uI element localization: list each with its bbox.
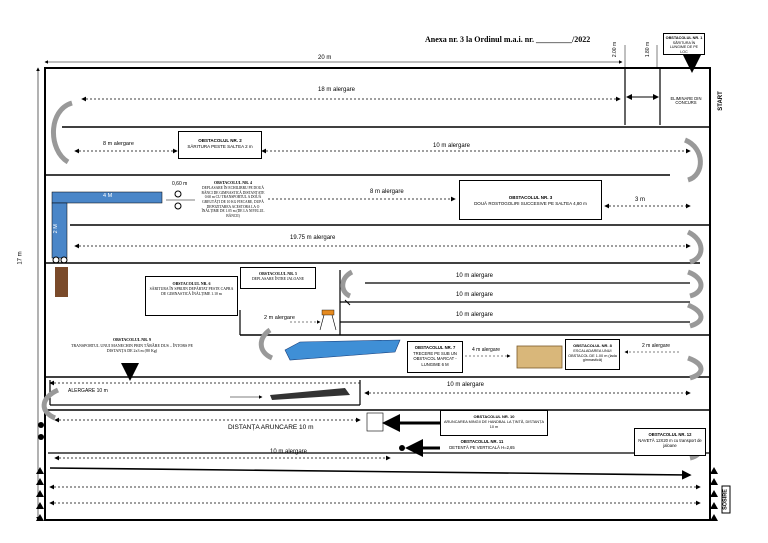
row3-run-small: 3 m: [635, 197, 646, 203]
row5-run-short: 2 m alergare: [264, 315, 295, 321]
page-title: Anexa nr. 3 la Ordinul m.a.i. nr. ______…: [425, 35, 591, 44]
obstacle-2-title: OBSTACOLUL NR. 2: [198, 138, 242, 143]
vaulting-horse: [321, 309, 335, 316]
bench-side-label: 2 M: [52, 224, 59, 234]
row5-run-b: 10 m alergare: [456, 292, 494, 298]
obstacle-9-title: OBSTACOLUL NR. 9: [112, 337, 152, 342]
obstacle-7-box: OBSTACOLUL NR. 7 TRECERE PE SUB UN OBSTA…: [407, 341, 463, 373]
obstacle-7-text: TRECERE PE SUB UN OBSTACOL MARCAT - LUNG…: [413, 351, 457, 367]
stump: [55, 267, 68, 297]
gap-dimension-1: 2.00 m: [612, 41, 619, 58]
obstacle-11-box: OBSTACOLUL NR. 11 DETENTĂ PE VERTICALĂ H…: [440, 437, 524, 462]
obstacle-1-box: OBSTACOLUL NR. 1 SĂRITURA ÎN LUNGIME DE …: [663, 33, 705, 55]
obstacle-5-text: DEPLASARE ÎNTRE JALOANE: [251, 277, 305, 281]
row2-run-left: 8 m alergare: [103, 141, 134, 147]
row1-run-label: 18 m alergare: [318, 87, 356, 93]
bench-horizontal: [51, 191, 163, 204]
row5-run-c: 10 m alergare: [456, 312, 494, 318]
obstacle-9-box: OBSTACOLUL NR. 9 TRANSPORTUL UNUI MANECH…: [68, 335, 196, 360]
width-dimension-label: 20 m: [318, 55, 332, 61]
obstacle-11-title: OBSTACOLUL NR. 11: [460, 439, 504, 444]
row9-run-label: 10 m alergare: [270, 449, 308, 455]
obstacle-1-text: SĂRITURA ÎN LUNGIME DE PE LOC: [669, 41, 699, 54]
course-outline: [44, 67, 711, 521]
obstacle-2-text: SĂRITURA PESTE SALTEA 2 m: [187, 144, 253, 149]
gap-dimension-2: 1.80 m: [645, 41, 652, 58]
obstacle-10-text: ARUNCAREA MINGII DE HANDBAL LA ȚINTĂ, DI…: [443, 420, 544, 429]
obstacle-6-title: OBSTACOLUL NR. 6: [172, 281, 211, 286]
obstacle-12-title: OBSTACOLUL NR. 12: [648, 432, 692, 437]
obstacle-1-title: OBSTACOLUL NR. 1: [665, 36, 703, 40]
obstacle-4-text: DEPLASARE ÎN ECHILIBRU PE DOUĂ BĂNCI DE …: [201, 186, 265, 219]
row3-run-label: 8 m alergare: [370, 189, 404, 195]
obstacle-12-text: NAVETĂ 12X20 m cu transport de jaloane: [638, 438, 702, 449]
obstacle-3-title: OBSTACOLUL NR. 3: [508, 195, 553, 200]
bench-length-label: 4 M: [103, 193, 113, 199]
row7-run-right: 10 m alergare: [447, 382, 485, 388]
obstacle-4-box: OBSTACOLUL NR. 4 DEPLASARE ÎN ECHILIBRU …: [198, 178, 268, 223]
obstacle-8-box: OBSTACOLUL NR. 8 ESCALADAREA UNUI OBSTAC…: [565, 339, 620, 370]
obstacle-4-title: OBSTACOLUL NR. 4: [213, 180, 253, 185]
obstacle-5-title: OBSTACOLUL NR. 5: [258, 271, 298, 276]
obstacle-9-text: TRANSPORTUL UNUI MANECHIN PRIN TÂRÂRE DU…: [71, 343, 193, 353]
obstacle-5-box: OBSTACOLUL NR. 5 DEPLASARE ÎNTRE JALOANE: [240, 267, 316, 289]
elimination-label: ELIMINARE DIN CONCURS: [670, 96, 702, 106]
row2-run-right: 10 m alergare: [433, 143, 471, 149]
obstacle-6-text: SĂRITURA ÎN SPRIJIN DEPĂRTAT PESTE CAPRA…: [149, 287, 234, 296]
start-label: START: [717, 91, 724, 111]
height-dimension-label: 17 m: [17, 251, 24, 265]
row7-run-left: ALERGARE 10 m: [68, 388, 108, 394]
row4-run-label: 19.75 m alergare: [290, 235, 336, 241]
bench-vertical: [51, 202, 68, 259]
obstacle-6-box: OBSTACOLUL NR. 6 SĂRITURA ÎN SPRIJIN DEP…: [145, 276, 238, 316]
row6-run-label: 4 m alergare: [472, 347, 501, 353]
obstacle-3-box: OBSTACOLUL NR. 3 DOUĂ ROSTOGOLIRI SUCCES…: [459, 180, 602, 220]
ring-distance-label: 0,60 m: [172, 181, 188, 187]
turn-arrow: [51, 100, 73, 165]
obstacle-8-title: OBSTACOLUL NR. 8: [573, 343, 612, 348]
row6-run-right: 2 m alergare: [642, 343, 671, 349]
crawl-mat: [284, 339, 401, 361]
obstacle-7-title: OBSTACOLUL NR. 7: [414, 345, 456, 350]
target: [366, 412, 384, 432]
row8-throw-label: DISTANȚA ARUNCARE 10 m: [228, 424, 314, 431]
obstacle-11-text: DETENTĂ PE VERTICALĂ H=2,65: [449, 445, 515, 450]
obstacle-3-text: DOUĂ ROSTOGOLIRI SUCCESIVE PE SALTEA 4,8…: [474, 201, 587, 206]
obstacle-2-box: OBSTACOLUL NR. 2 SĂRITURA PESTE SALTEA 2…: [178, 131, 262, 159]
obstacle-12-box: OBSTACOLUL NR. 12 NAVETĂ 12X20 m cu tran…: [634, 428, 706, 456]
obstacle-10-box: OBSTACOLUL NR. 10 ARUNCAREA MINGII DE HA…: [440, 410, 548, 436]
finish-label: SOSIRE: [721, 485, 731, 514]
mannequin: [270, 388, 350, 400]
obstacle-10-title: OBSTACOLUL NR. 10: [473, 414, 515, 419]
obstacle-8-text: ESCALADAREA UNUI OBSTACOL DE 1.00 m (lad…: [568, 349, 617, 363]
row5-run-a: 10 m alergare: [456, 273, 494, 279]
gym-box: [516, 345, 563, 369]
